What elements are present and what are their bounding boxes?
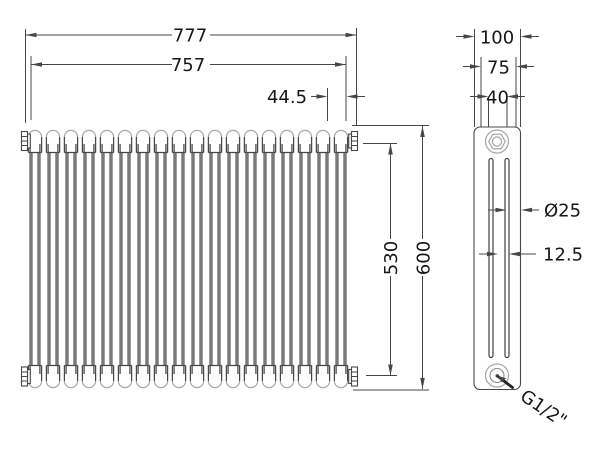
dim-tube-diameter-label: Ø25 <box>544 201 581 222</box>
top-plug <box>484 129 510 154</box>
side-view <box>473 126 522 391</box>
dim-column-pitch-label: 75 <box>487 58 510 79</box>
side-columns <box>488 157 510 359</box>
dim-column-spacing-label: 40 <box>486 88 509 109</box>
dimension-labels: 777 757 44.5 530 600 100 75 40 Ø25 12.5 … <box>171 26 583 432</box>
dimension-lines <box>25 28 539 391</box>
dim-overall-width-label: 777 <box>173 26 207 47</box>
dimension-line <box>25 28 539 391</box>
dim-tapping-height-label: 530 <box>381 241 402 275</box>
bottom-plug <box>484 363 510 388</box>
dim-centres-width-label: 757 <box>171 55 205 76</box>
radiator-columns <box>27 129 349 389</box>
tapping-top-right <box>348 130 359 152</box>
tapping-bottom-right <box>348 366 359 387</box>
front-view <box>20 129 359 389</box>
dim-end-offset-label: 44.5 <box>267 87 307 108</box>
connection-leader <box>497 375 514 389</box>
dim-connection-label: G1/2" <box>516 386 570 432</box>
tapping-top-left <box>20 130 31 152</box>
dim-depth-label: 100 <box>480 28 514 49</box>
column-tube-lines <box>27 137 349 381</box>
dim-overall-height-label: 600 <box>414 241 435 275</box>
dim-half-spacing-label: 12.5 <box>543 245 583 266</box>
side-body <box>473 126 522 391</box>
tapping-bottom-left <box>20 366 31 387</box>
column-hump-arcs <box>27 129 349 389</box>
